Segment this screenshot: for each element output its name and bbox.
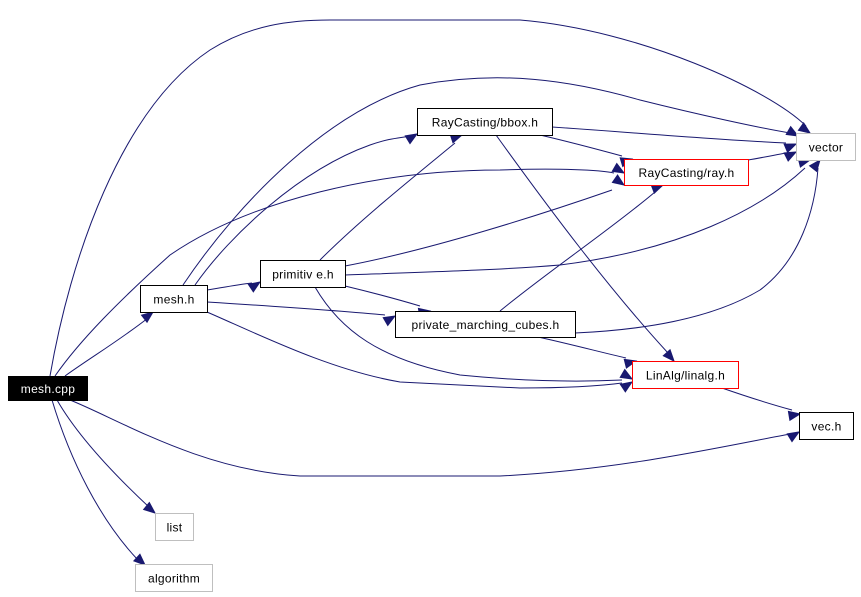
arrowhead-icon — [619, 381, 634, 393]
edge-line — [49, 19, 807, 377]
node-ray-h[interactable]: RayCasting/ray.h — [624, 159, 749, 186]
edge-mesh_cpp-to-algorithm — [51, 399, 146, 566]
node-label: primitiv e.h — [272, 268, 334, 282]
edge-primitive_h-to-bbox_h — [319, 133, 464, 261]
arrowhead-icon — [142, 501, 157, 514]
arrowhead-icon — [404, 133, 419, 145]
nodes-layer: mesh.cpp mesh.h primitiv e.h RayCasting/bbo… — [8, 108, 856, 592]
node-mesh-cpp[interactable]: mesh.cpp — [8, 376, 88, 401]
node-label: vec.h — [811, 420, 841, 434]
node-pmc-h[interactable]: private_marching_cubes.h — [395, 311, 576, 338]
edge-line — [64, 317, 149, 377]
edge-line — [539, 134, 623, 157]
edge-linalg_h-to-vec_h — [721, 387, 802, 422]
edge-line — [206, 282, 253, 291]
node-label: RayCasting/ray.h — [639, 166, 735, 180]
node-linalg-h[interactable]: LinAlg/linalg.h — [632, 361, 739, 389]
arrowhead-icon — [132, 553, 146, 566]
edge-line — [194, 135, 411, 286]
edge-line — [344, 189, 613, 267]
edge-line — [747, 152, 787, 161]
edge-pmc_h-to-linalg_h — [537, 336, 638, 369]
node-label: list — [167, 521, 183, 535]
edges-layer — [49, 19, 821, 566]
arrowhead-icon — [611, 162, 626, 174]
edge-mesh_h-to-primitive_h — [206, 281, 262, 293]
edge-line — [344, 285, 421, 307]
node-box[interactable] — [624, 159, 749, 186]
node-vec-h[interactable]: vec.h — [799, 412, 854, 440]
edge-mesh_h-to-vector — [182, 77, 800, 286]
node-box[interactable] — [796, 133, 856, 161]
edge-line — [54, 168, 615, 377]
node-label: algorithm — [148, 572, 200, 586]
node-list[interactable]: list — [155, 513, 194, 541]
edge-bbox_h-to-ray_h — [539, 134, 634, 168]
node-box[interactable] — [155, 513, 194, 541]
edge-line — [206, 301, 386, 316]
edge-line — [551, 126, 787, 144]
edge-line — [51, 399, 139, 561]
node-box[interactable] — [135, 564, 213, 592]
arrowhead-icon — [786, 431, 801, 443]
edge-mesh_h-to-pmc_h — [206, 301, 397, 327]
edge-mesh_cpp-to-vec_h — [69, 399, 801, 477]
arrowhead-icon — [382, 315, 397, 327]
arrowhead-icon — [783, 151, 798, 162]
node-box[interactable] — [260, 260, 346, 288]
node-label: RayCasting/bbox.h — [432, 116, 539, 130]
edge-pmc_h-to-ray_h — [499, 184, 665, 312]
edge-pmc_h-to-vector — [574, 158, 821, 334]
edge-line — [495, 134, 669, 354]
edge-mesh_cpp-to-mesh_h — [64, 311, 155, 377]
node-box[interactable] — [417, 108, 553, 136]
edge-primitive_h-to-linalg_h — [314, 286, 634, 382]
edge-bbox_h-to-linalg_h — [495, 134, 675, 362]
node-box[interactable] — [140, 285, 208, 313]
node-box[interactable] — [632, 361, 739, 389]
node-label: LinAlg/linalg.h — [646, 369, 725, 383]
node-box[interactable] — [395, 311, 576, 338]
node-label: mesh.cpp — [21, 382, 75, 396]
edge-mesh_h-to-linalg_h — [206, 311, 634, 393]
node-algorithm[interactable]: algorithm — [135, 564, 213, 592]
edge-line — [314, 286, 623, 382]
edge-line — [499, 191, 656, 312]
edge-mesh_cpp-to-vector — [49, 19, 812, 377]
edge-line — [206, 311, 623, 389]
edge-bbox_h-to-vector — [551, 126, 798, 154]
edge-line — [721, 387, 793, 411]
edge-line — [574, 167, 819, 334]
edge-line — [182, 77, 791, 286]
arrowhead-icon — [650, 184, 665, 195]
arrowhead-icon — [662, 348, 675, 362]
arrowhead-icon — [783, 143, 798, 154]
arrowhead-icon — [785, 125, 800, 137]
arrowhead-icon — [787, 410, 802, 422]
arrowhead-icon — [247, 281, 262, 293]
edge-line — [56, 399, 151, 509]
arrowhead-icon — [140, 311, 155, 324]
edge-mesh_h-to-bbox_h — [194, 133, 419, 286]
arrowhead-icon — [797, 122, 812, 134]
arrowhead-icon — [619, 368, 634, 380]
node-bbox-h[interactable]: RayCasting/bbox.h — [417, 108, 553, 136]
node-vector[interactable]: vector — [796, 133, 856, 161]
edge-line — [537, 336, 627, 359]
node-label: vector — [809, 141, 843, 155]
arrowhead-icon — [808, 158, 821, 173]
edge-mesh_cpp-to-ray_h — [54, 162, 626, 377]
edge-line — [69, 399, 791, 477]
node-box[interactable] — [799, 412, 854, 440]
node-mesh-h[interactable]: mesh.h — [140, 285, 208, 313]
node-primitive-h[interactable]: primitiv e.h — [260, 260, 346, 288]
edge-primitive_h-to-ray_h — [344, 174, 626, 267]
node-box[interactable] — [8, 376, 88, 401]
arrowhead-icon — [611, 174, 626, 186]
edge-mesh_cpp-to-list — [56, 399, 157, 514]
edge-ray_h-to-vector — [747, 151, 798, 162]
node-label: mesh.h — [153, 293, 194, 307]
edge-line — [319, 142, 456, 261]
node-label: private_marching_cubes.h — [412, 318, 560, 332]
